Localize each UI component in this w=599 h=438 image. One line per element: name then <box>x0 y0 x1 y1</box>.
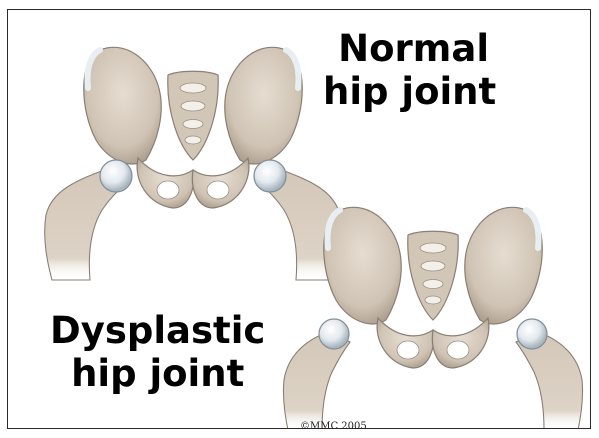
illustration-frame: Normal hip joint Dysplastic hip joint <box>7 9 591 429</box>
normal-label-line1: Normal <box>331 30 496 67</box>
dysplastic-label-line2: hip joint <box>50 355 265 392</box>
dysplastic-label-line1: Dysplastic <box>50 312 265 349</box>
dysplastic-pelvis-illustration <box>278 200 588 429</box>
normal-label-line2: hip joint <box>323 73 496 110</box>
copyright-notice: ©MMC 2005 <box>300 421 367 432</box>
dysplastic-hip-label: Dysplastic hip joint <box>50 312 265 398</box>
normal-hip-label: Normal hip joint <box>331 30 496 116</box>
